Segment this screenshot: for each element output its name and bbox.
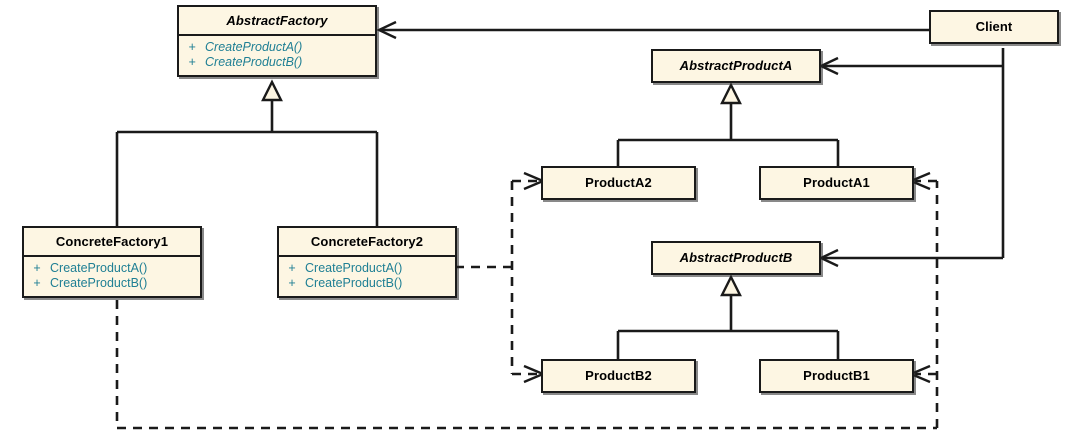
class-member: + CreateProductB() <box>279 276 455 291</box>
member-visibility: + <box>33 276 41 290</box>
class-title: AbstractProductB <box>679 250 793 265</box>
class-member: + CreateProductB() <box>24 276 200 291</box>
class-divider <box>24 255 200 257</box>
member-signature: CreateProductB() <box>305 276 403 290</box>
class-abstract-product-a[interactable]: AbstractProductA <box>651 49 821 83</box>
member-signature: CreateProductA() <box>50 261 148 275</box>
edge-generalization-factories <box>115 79 379 226</box>
class-client[interactable]: Client <box>929 10 1059 44</box>
member-visibility: + <box>288 276 296 290</box>
class-product-a1[interactable]: ProductA1 <box>759 166 914 200</box>
member-visibility: + <box>188 55 196 69</box>
class-title: ConcreteFactory1 <box>55 234 169 249</box>
class-divider <box>279 255 455 257</box>
edge-client-abstractproducta <box>818 56 1003 76</box>
member-visibility: + <box>288 261 296 275</box>
class-divider <box>179 34 375 36</box>
class-title: ProductB1 <box>803 368 870 383</box>
member-signature: CreateProductA() <box>205 40 303 54</box>
class-title: AbstractFactory <box>226 13 328 28</box>
class-title: ProductA1 <box>803 175 870 190</box>
member-visibility: + <box>188 40 196 54</box>
class-product-b1[interactable]: ProductB1 <box>759 359 914 393</box>
class-members: + CreateProductA() + CreateProductB() <box>179 36 375 75</box>
class-title: ProductB2 <box>585 368 652 383</box>
member-visibility: + <box>33 261 41 275</box>
class-title: ConcreteFactory2 <box>310 234 424 249</box>
class-member: + CreateProductA() <box>24 261 200 276</box>
class-member: + CreateProductA() <box>279 261 455 276</box>
class-abstract-factory[interactable]: AbstractFactory + CreateProductA() + Cre… <box>177 5 377 77</box>
edge-client-abstractproductb <box>818 248 1003 268</box>
class-title: ProductA2 <box>585 175 652 190</box>
edge-generalization-productb <box>616 274 840 359</box>
class-title: Client <box>975 19 1013 34</box>
edge-dependency-concretefactory1 <box>115 179 939 430</box>
member-signature: CreateProductB() <box>205 55 303 69</box>
class-concrete-factory2[interactable]: ConcreteFactory2 + CreateProductA() + Cr… <box>277 226 457 298</box>
edge-client-abstractfactory <box>376 20 930 40</box>
class-product-b2[interactable]: ProductB2 <box>541 359 696 393</box>
class-concrete-factory1[interactable]: ConcreteFactory1 + CreateProductA() + Cr… <box>22 226 202 298</box>
edge-dependency-concretefactory2 <box>455 179 540 376</box>
class-abstract-product-b[interactable]: AbstractProductB <box>651 241 821 275</box>
class-member: + CreateProductA() <box>179 40 375 55</box>
class-members: + CreateProductA() + CreateProductB() <box>24 257 200 296</box>
member-signature: CreateProductA() <box>305 261 403 275</box>
class-product-a2[interactable]: ProductA2 <box>541 166 696 200</box>
class-member: + CreateProductB() <box>179 55 375 70</box>
class-members: + CreateProductA() + CreateProductB() <box>279 257 455 296</box>
class-title: AbstractProductA <box>679 58 793 73</box>
edge-generalization-producta <box>616 82 840 167</box>
member-signature: CreateProductB() <box>50 276 148 290</box>
